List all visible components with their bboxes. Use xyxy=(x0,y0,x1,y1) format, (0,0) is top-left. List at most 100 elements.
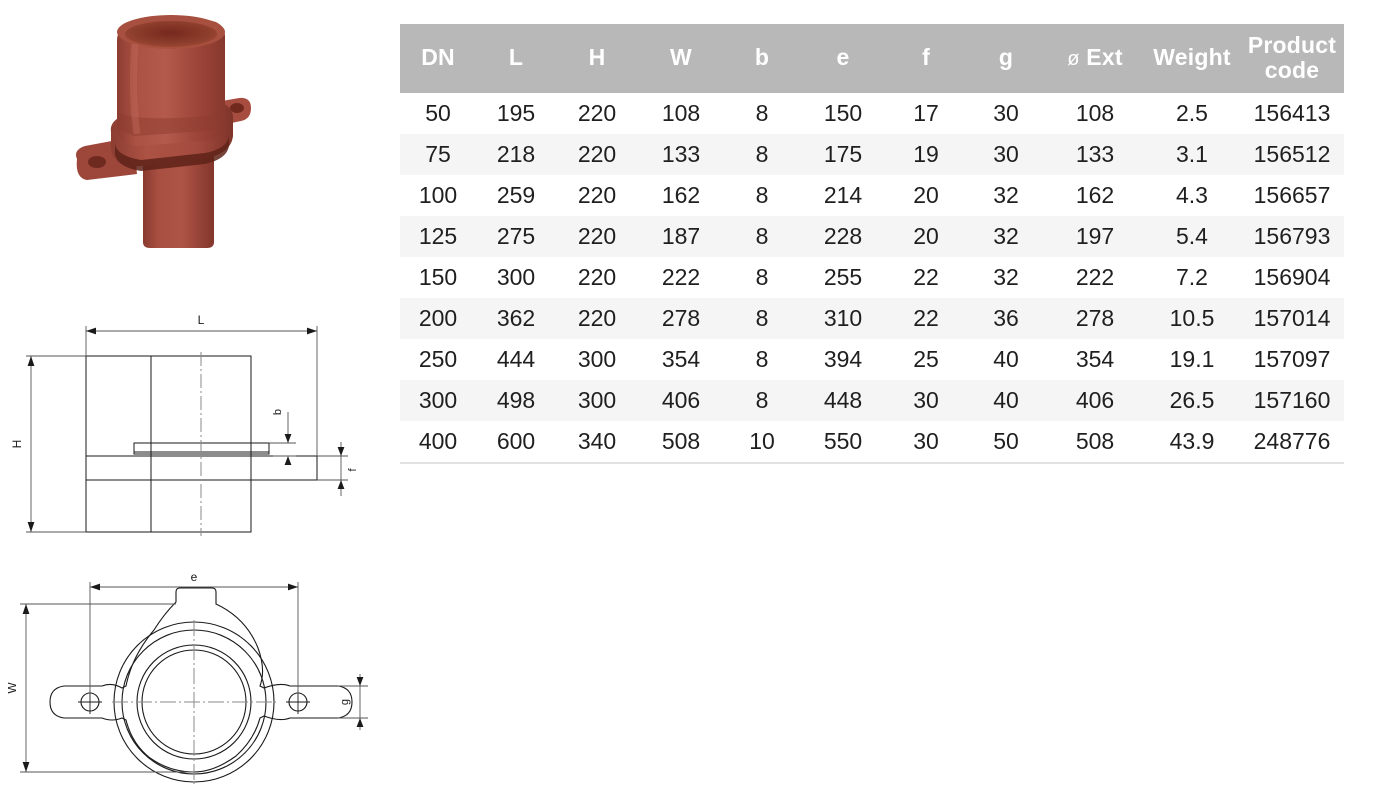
cell-dn: 400 xyxy=(400,420,476,464)
cell-h: 220 xyxy=(577,99,617,126)
column-header-dn: DN xyxy=(400,24,476,93)
cell-weight: 3.1 xyxy=(1176,140,1208,167)
cell-l: 300 xyxy=(496,263,536,290)
cell-dn: 300 xyxy=(418,386,458,413)
cell-g: 40 xyxy=(993,345,1019,372)
cell-f: 20 xyxy=(913,181,939,208)
cell-h: 300 xyxy=(577,345,617,372)
cell-f: 30 xyxy=(886,420,966,464)
cell-e: 150 xyxy=(823,99,863,126)
cell-h: 220 xyxy=(577,263,617,290)
side-label-H: H xyxy=(10,440,24,449)
cell-w: 187 xyxy=(661,222,701,249)
cell-ext: 108 xyxy=(1075,99,1115,126)
cell-g: 30 xyxy=(993,140,1019,167)
cell-g: 50 xyxy=(966,420,1046,464)
cell-ext: 354 xyxy=(1075,345,1115,372)
cell-weight: 4.3 xyxy=(1176,181,1208,208)
cell-l: 259 xyxy=(496,181,536,208)
product-photo xyxy=(55,4,270,249)
cell-b: 8 xyxy=(755,99,769,126)
cell-e: 175 xyxy=(823,140,863,167)
cell-ext: 508 xyxy=(1046,420,1144,464)
cell-w: 108 xyxy=(661,99,701,126)
plan-W-arrow-top xyxy=(22,604,30,614)
cell-w: 222 xyxy=(661,263,701,290)
cell-h: 220 xyxy=(577,181,617,208)
cell-l: 600 xyxy=(476,420,556,464)
cell-weight: 26.5 xyxy=(1169,386,1215,413)
side-b-arrow-lower xyxy=(284,456,292,465)
column-header-w: W xyxy=(638,24,724,93)
cell-b: 8 xyxy=(755,181,769,208)
cell-code: 156657 xyxy=(1253,181,1331,208)
photo-gasket-groove xyxy=(115,136,229,171)
product-code-line1: Product xyxy=(1247,32,1337,58)
plan-g-arrow-top xyxy=(356,677,364,686)
cell-weight: 10.5 xyxy=(1169,304,1215,331)
cell-dn: 250 xyxy=(418,345,458,372)
cell-h: 340 xyxy=(556,420,638,464)
cell-b: 8 xyxy=(755,304,769,331)
plan-body-outline xyxy=(49,587,353,773)
side-H-arrow-top xyxy=(27,356,35,366)
cell-b: 8 xyxy=(755,222,769,249)
cell-h: 300 xyxy=(577,386,617,413)
cell-f: 22 xyxy=(913,263,939,290)
diameter-icon: ø xyxy=(1067,48,1080,71)
cell-l: 444 xyxy=(496,345,536,372)
cell-weight: 5.4 xyxy=(1176,222,1208,249)
plan-view-svg: e W g xyxy=(8,570,368,784)
cell-f: 22 xyxy=(913,304,939,331)
column-header-g: g xyxy=(966,24,1046,93)
cell-code: 157097 xyxy=(1253,345,1331,372)
plan-view-drawing: e W g xyxy=(8,562,380,802)
cell-f: 20 xyxy=(913,222,939,249)
photo-highlight xyxy=(129,43,141,135)
cell-ext: 406 xyxy=(1075,386,1115,413)
cell-e: 448 xyxy=(823,386,863,413)
column-header-ext: ø Ext xyxy=(1046,24,1144,93)
cell-l: 195 xyxy=(496,99,536,126)
column-header-e: e xyxy=(800,24,886,93)
cell-b: 10 xyxy=(724,420,800,464)
cell-code: 248776 xyxy=(1240,420,1344,464)
cell-ext: 278 xyxy=(1075,304,1115,331)
cell-dn: 100 xyxy=(418,181,458,208)
side-H-arrow-bottom xyxy=(27,522,35,532)
cell-g: 32 xyxy=(993,222,1019,249)
side-f-arrow-top xyxy=(337,447,345,456)
cell-w: 354 xyxy=(661,345,701,372)
cell-b: 8 xyxy=(755,140,769,167)
plan-e-arrow-left xyxy=(90,583,100,591)
photo-lower-spigot xyxy=(143,154,214,248)
plan-label-e: e xyxy=(191,570,198,584)
cell-f: 30 xyxy=(913,386,939,413)
cell-e: 550 xyxy=(800,420,886,464)
cell-dn: 200 xyxy=(418,304,458,331)
side-body-outline xyxy=(85,355,252,533)
side-elevation-drawing: L H b f xyxy=(8,300,380,562)
cell-b: 8 xyxy=(755,263,769,290)
cell-e: 228 xyxy=(823,222,863,249)
cell-ext: 162 xyxy=(1075,181,1115,208)
cell-weight: 19.1 xyxy=(1169,345,1215,372)
cell-w: 133 xyxy=(661,140,701,167)
cell-g: 36 xyxy=(993,304,1019,331)
cell-g: 30 xyxy=(993,99,1019,126)
plan-W-arrow-bottom xyxy=(22,762,30,772)
cell-e: 255 xyxy=(823,263,863,290)
cell-code: 156793 xyxy=(1253,222,1331,249)
cell-l: 362 xyxy=(496,304,536,331)
cell-l: 498 xyxy=(496,386,536,413)
cell-weight: 7.2 xyxy=(1176,263,1208,290)
cell-f: 25 xyxy=(913,345,939,372)
photo-left-bolt-hole xyxy=(88,156,106,168)
column-header-weight: Weight xyxy=(1144,24,1240,93)
